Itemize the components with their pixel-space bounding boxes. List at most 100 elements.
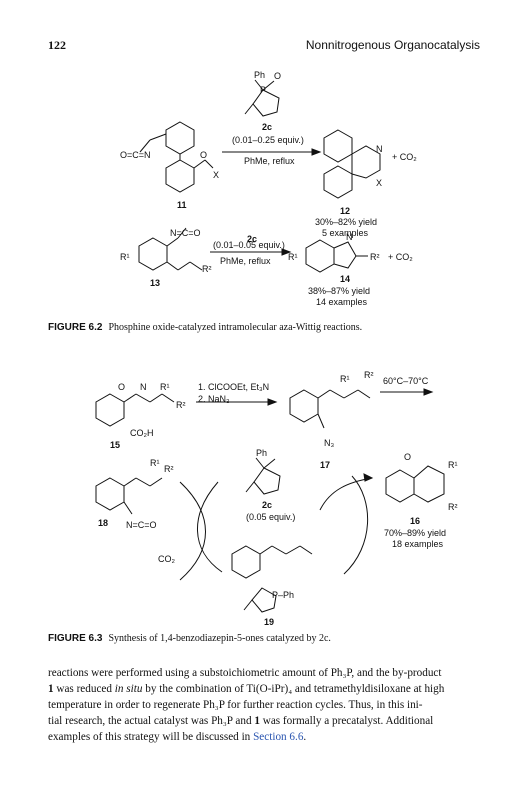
ring-16b [413, 465, 445, 503]
yield-16: 70%–89% yield [384, 528, 446, 538]
examples-16: 18 examples [392, 539, 444, 549]
caption-number-6-2: FIGURE 6.2 [48, 322, 103, 333]
co2-byproduct-2: + CO₂ [388, 252, 413, 262]
ring-14b [333, 241, 357, 269]
ncoo-label: N=C=O [170, 228, 201, 238]
ring-17 [289, 389, 319, 423]
r2-label-16: R² [448, 502, 458, 512]
ring-15 [95, 393, 125, 427]
body-line-5a: examples of this strategy will be discus… [48, 731, 254, 743]
cat-p-label: P [260, 85, 266, 95]
r2-label-14: R² [370, 252, 380, 262]
r2-label-17: R² [364, 370, 374, 380]
ring-12c [351, 145, 381, 179]
compound-15-label: 15 [110, 440, 120, 450]
cat-2c-label-2: 2c [247, 234, 257, 244]
temp-label: 60°C–70°C [383, 376, 429, 386]
co2-byproduct-1: + CO₂ [392, 152, 417, 162]
compound-14-label: 14 [340, 274, 350, 284]
compound-ref-2: 1 [254, 715, 260, 727]
x-label-11: X [213, 170, 219, 180]
conditions-2b: PhMe, reflux [220, 256, 271, 266]
figure-6-2-caption: FIGURE 6.2 Phosphine oxide-catalyzed intr… [48, 322, 480, 333]
n-label-14: N [346, 232, 353, 242]
examples-14: 14 examples [316, 297, 368, 307]
r1-label-16: R¹ [448, 460, 458, 470]
figure-6-3-scheme: R¹ R² N O CO₂H 15 1. ClCOOEt, Et₃N 2. Na… [95, 370, 458, 627]
body-line-4c: was formally a precatalyst. Additional [259, 715, 434, 727]
isocyanate-label: O=C=N [120, 150, 151, 160]
co2h-label-15: CO₂H [130, 428, 154, 438]
conditions-1b: PhMe, reflux [244, 156, 295, 166]
cat2-ph-label: Ph [256, 448, 267, 458]
body-line-4a: tial research, the actual catalyst was P… [48, 715, 255, 727]
cycle-arc-left [179, 481, 206, 581]
figure-6-2-scheme: Ph O P 2c (0.01–0.25 equiv.) PhMe, reflu… [120, 70, 417, 307]
r1-label-15: R¹ [160, 382, 170, 392]
compound-12-label: 12 [340, 206, 350, 216]
ring-11a [165, 121, 195, 155]
cycle-arc-right [343, 475, 369, 575]
body-line-3: temperature in order to regenerate Ph₃P … [48, 699, 423, 711]
compound-17-label: 17 [320, 460, 330, 470]
carbonyl-o-label: O [200, 150, 207, 160]
compound-ref-1: 1 [48, 683, 54, 695]
figure-6-3-caption: FIGURE 6.3 Synthesis of 1,4-benzodiazepin… [48, 633, 480, 644]
o-label-15: O [118, 382, 125, 392]
n3-label-17: N₃ [324, 438, 334, 448]
compound-11-label: 11 [177, 200, 187, 210]
conditions-2a: (0.01–0.05 equiv.) [213, 240, 285, 250]
step-1: 1. ClCOOEt, Et₃N [198, 382, 269, 392]
x-label-12: X [376, 178, 382, 188]
body-line-5: examples of this strategy will be discus… [48, 729, 480, 745]
body-line-4: tial research, the actual catalyst was P… [48, 713, 480, 729]
compound-19-label: 19 [264, 617, 274, 627]
running-header: 122 Nonnitrogenous Organocatalysis [48, 38, 480, 53]
in-situ: in situ [114, 683, 143, 695]
cycle-arc-left-2 [197, 481, 223, 573]
body-line-2b: was reduced [53, 683, 115, 695]
r2-label-15: R² [176, 400, 186, 410]
caption-text-6-2: Phosphine oxide-catalyzed intramolecular… [108, 322, 363, 333]
ring-16a [385, 469, 415, 503]
n-label-12: N [376, 144, 383, 154]
compound-13-label: 13 [150, 278, 160, 288]
r1-label-18: R¹ [150, 458, 160, 468]
phospholene-ring-3 [251, 587, 277, 613]
o-label-16: O [404, 452, 411, 462]
cat-ph-label: Ph [254, 70, 265, 80]
ring-19 [231, 545, 261, 579]
body-line-1: reactions were performed using a substoi… [48, 667, 442, 679]
ring-14a [305, 239, 335, 273]
body-line-2d: by the combination of Ti(O-iPr)₄ and tet… [142, 683, 445, 695]
running-title: Nonnitrogenous Organocatalysis [305, 38, 480, 52]
cat-2c-label-1: 2c [262, 122, 272, 132]
caption-number-6-3: FIGURE 6.3 [48, 633, 103, 644]
cat-o-label: O [274, 71, 281, 81]
cat-2c-label-3: 2c [262, 500, 272, 510]
caption-text-6-3: Synthesis of 1,4-benzodiazepin-5-ones ca… [108, 633, 331, 644]
r1-label-14: R¹ [288, 252, 298, 262]
r2-label-18: R² [164, 464, 174, 474]
r2-label-13: R² [202, 264, 212, 274]
ring-13 [138, 237, 168, 271]
body-line-2: 1 was reduced in situ by the combination… [48, 681, 480, 697]
r1-label-13: R¹ [120, 252, 130, 262]
step-2: 2. NaN₃ [198, 394, 230, 404]
examples-12: 5 examples [322, 228, 369, 238]
section-link[interactable]: Section 6.6 [253, 731, 304, 743]
yield-12: 30%–82% yield [315, 217, 377, 227]
n-label-15: N [140, 382, 147, 392]
cat-equiv-label: (0.05 equiv.) [246, 512, 295, 522]
phospholene-ring-2 [253, 467, 281, 495]
compound-16-label: 16 [410, 516, 420, 526]
cycle-arc-right-2 [319, 477, 373, 511]
page-number: 122 [48, 38, 66, 52]
body-paragraph: reactions were performed using a substoi… [48, 665, 480, 745]
ring-18 [95, 477, 125, 511]
r1-label-17: R¹ [340, 374, 350, 384]
conditions-1a: (0.01–0.25 equiv.) [232, 135, 304, 145]
yield-14: 38%–87% yield [308, 286, 370, 296]
body-line-5c: . [303, 731, 307, 743]
compound-18-label: 18 [98, 518, 108, 528]
